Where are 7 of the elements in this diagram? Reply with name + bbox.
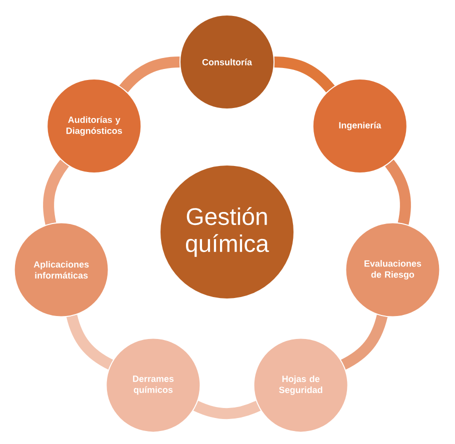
ring-segment (119, 56, 180, 93)
ring-segment (66, 314, 114, 370)
ring-segment (340, 314, 388, 370)
ring-segment (384, 160, 411, 225)
ring-segment (274, 56, 335, 93)
ring-segment (194, 400, 260, 420)
ring-segment (43, 160, 70, 225)
